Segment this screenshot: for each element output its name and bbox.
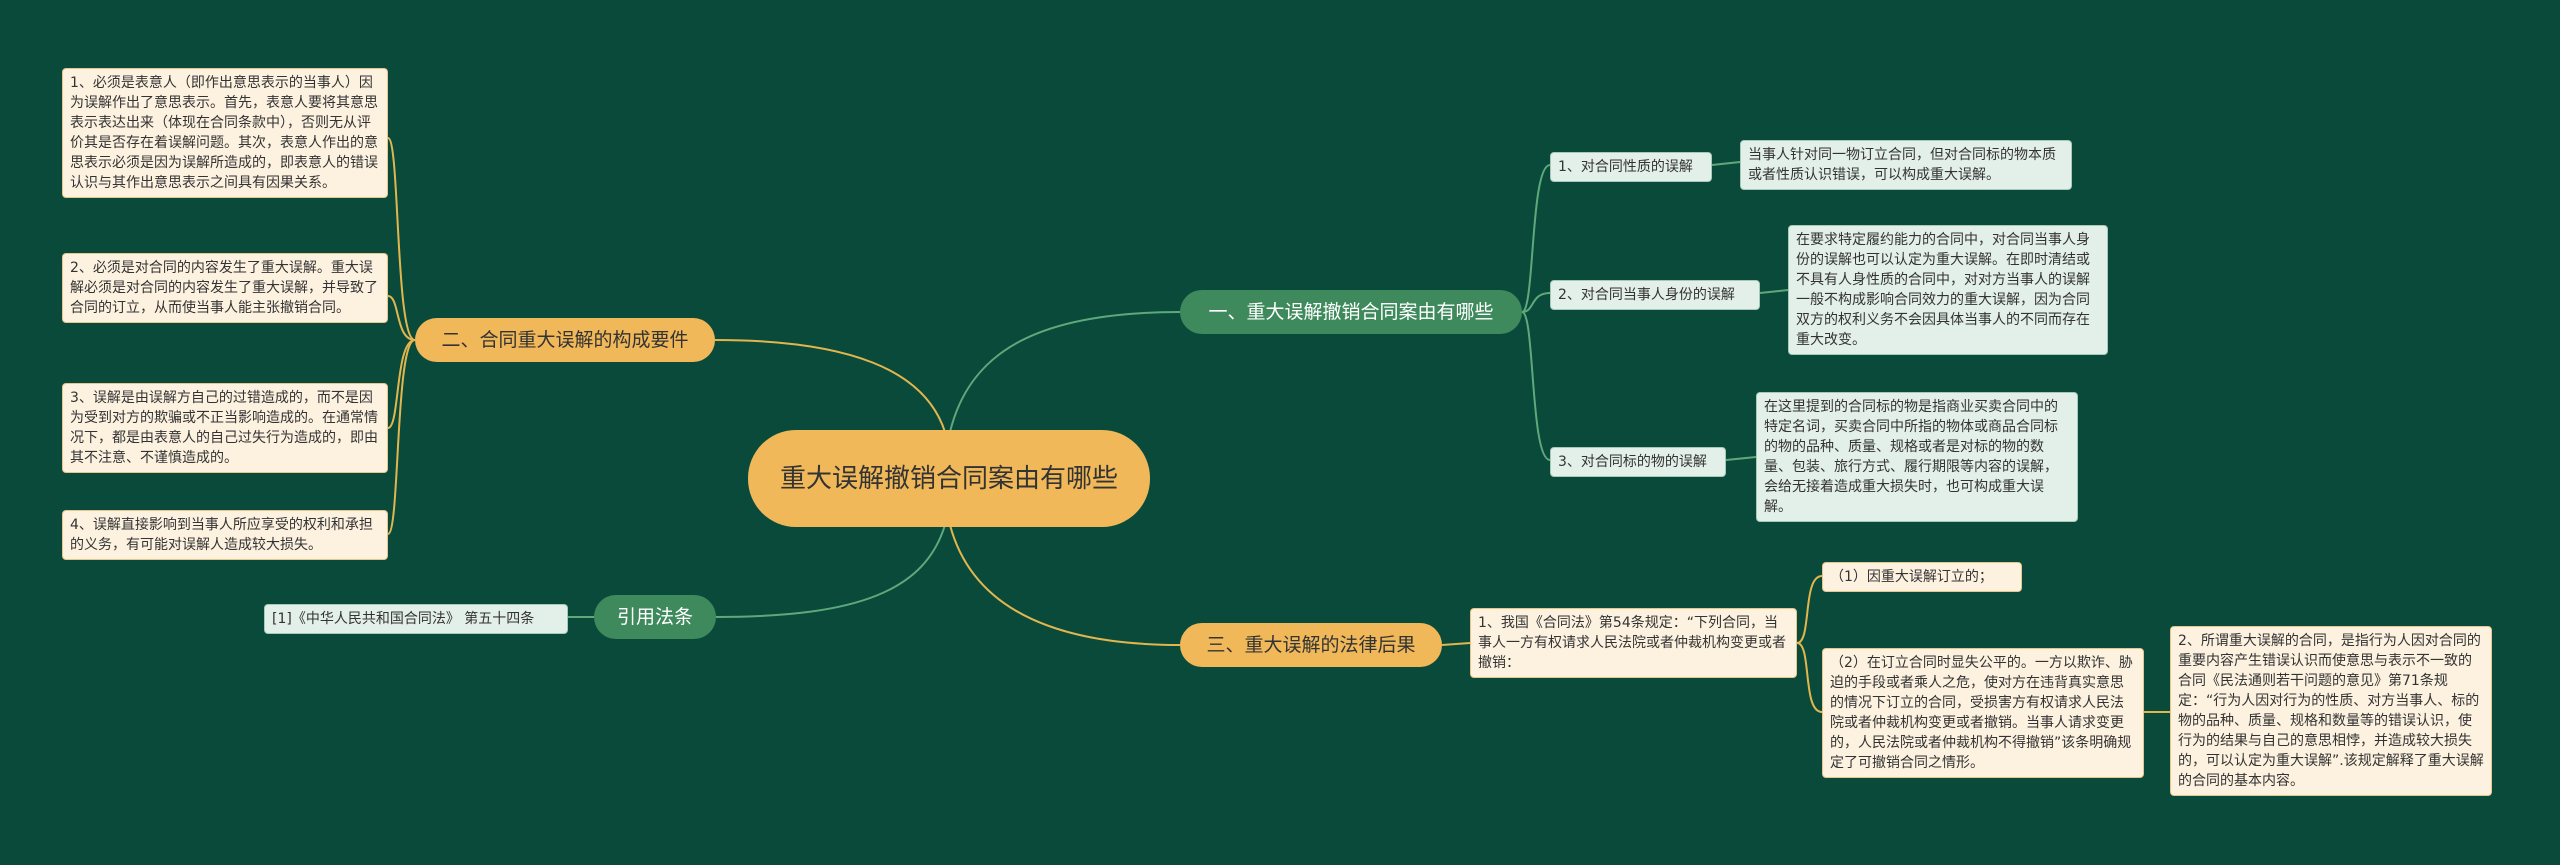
edge-root-b3 xyxy=(949,524,1181,646)
branch-cited-law[interactable]: 引用法条 xyxy=(594,595,716,639)
edge-i1-d1 xyxy=(1711,161,1741,166)
root-topic[interactable]: 重大误解撤销合同案由有哪些 xyxy=(748,430,1150,527)
edge-b2-l2 xyxy=(387,295,416,341)
branch-constituent-elements[interactable]: 二、合同重大误解的构成要件 xyxy=(415,318,715,362)
edge-b2-l1 xyxy=(387,137,416,341)
edge-b1-i1 xyxy=(1521,164,1551,313)
element-3[interactable]: 3、误解是由误解方自己的过错造成的，而不是因为受到对方的欺骗或不正当影响造成的。… xyxy=(62,383,388,473)
edge-b3-i1 xyxy=(1441,642,1471,646)
element-4[interactable]: 4、误解直接影响到当事人所应享受的权利和承担的义务，有可能对误解人造成较大损失。 xyxy=(62,510,388,560)
edge-b1-i3 xyxy=(1521,311,1551,461)
detail-identity-misunderstanding[interactable]: 在要求特定履约能力的合同中，对合同当事人身份的误解也可以认定为重大误解。在即时清… xyxy=(1788,225,2108,355)
edge-b3-s2 xyxy=(1796,642,1823,713)
edge-i3-d3 xyxy=(1725,456,1757,461)
edge-b2-l4 xyxy=(387,339,416,535)
detail-subject-misunderstanding[interactable]: 在这里提到的合同标的物是指商业买卖合同中的特定名词，买卖合同中所指的物体或商品合… xyxy=(1756,392,2078,522)
item-identity-misunderstanding[interactable]: 2、对合同当事人身份的误解 xyxy=(1550,280,1760,310)
consequence-sub-1[interactable]: （1）因重大误解订立的； xyxy=(1822,562,2022,592)
item-subject-misunderstanding[interactable]: 3、对合同标的物的误解 xyxy=(1550,447,1726,477)
cited-law-item[interactable]: [1]《中华人民共和国合同法》 第五十四条 xyxy=(264,604,568,634)
edge-b3-s1 xyxy=(1796,575,1823,644)
edge-b1-i2 xyxy=(1521,292,1551,313)
edge-root-b2 xyxy=(714,339,946,433)
element-2[interactable]: 2、必须是对合同的内容发生了重大误解。重大误解必须是对合同的内容发生了重大误解，… xyxy=(62,253,388,323)
edge-i2-d2 xyxy=(1759,289,1789,294)
consequence-article-54[interactable]: 1、我国《合同法》第54条规定：“下列合同，当事人一方有权请求人民法院或者仲裁机… xyxy=(1470,608,1797,678)
element-1[interactable]: 1、必须是表意人（即作出意思表示的当事人）因为误解作出了意思表示。首先，表意人要… xyxy=(62,68,388,198)
branch-legal-consequences[interactable]: 三、重大误解的法律后果 xyxy=(1180,623,1442,667)
detail-nature-misunderstanding[interactable]: 当事人针对同一物订立合同，但对合同标的物本质或者性质认识错误，可以构成重大误解。 xyxy=(1740,140,2072,190)
edge-b2-l3 xyxy=(387,339,416,429)
item-nature-misunderstanding[interactable]: 1、对合同性质的误解 xyxy=(1550,152,1712,182)
consequence-note[interactable]: 2、所谓重大误解的合同，是指行为人因对合同的重要内容产生错误认识而使意思与表示不… xyxy=(2170,626,2492,796)
branch-misunderstanding-causes[interactable]: 一、重大误解撤销合同案由有哪些 xyxy=(1180,290,1522,334)
edge-root-b1 xyxy=(949,311,1181,433)
consequence-sub-2[interactable]: （2）在订立合同时显失公平的。一方以欺诈、胁迫的手段或者乘人之危，使对方在违背真… xyxy=(1822,648,2144,778)
edge-root-b4 xyxy=(715,524,946,618)
